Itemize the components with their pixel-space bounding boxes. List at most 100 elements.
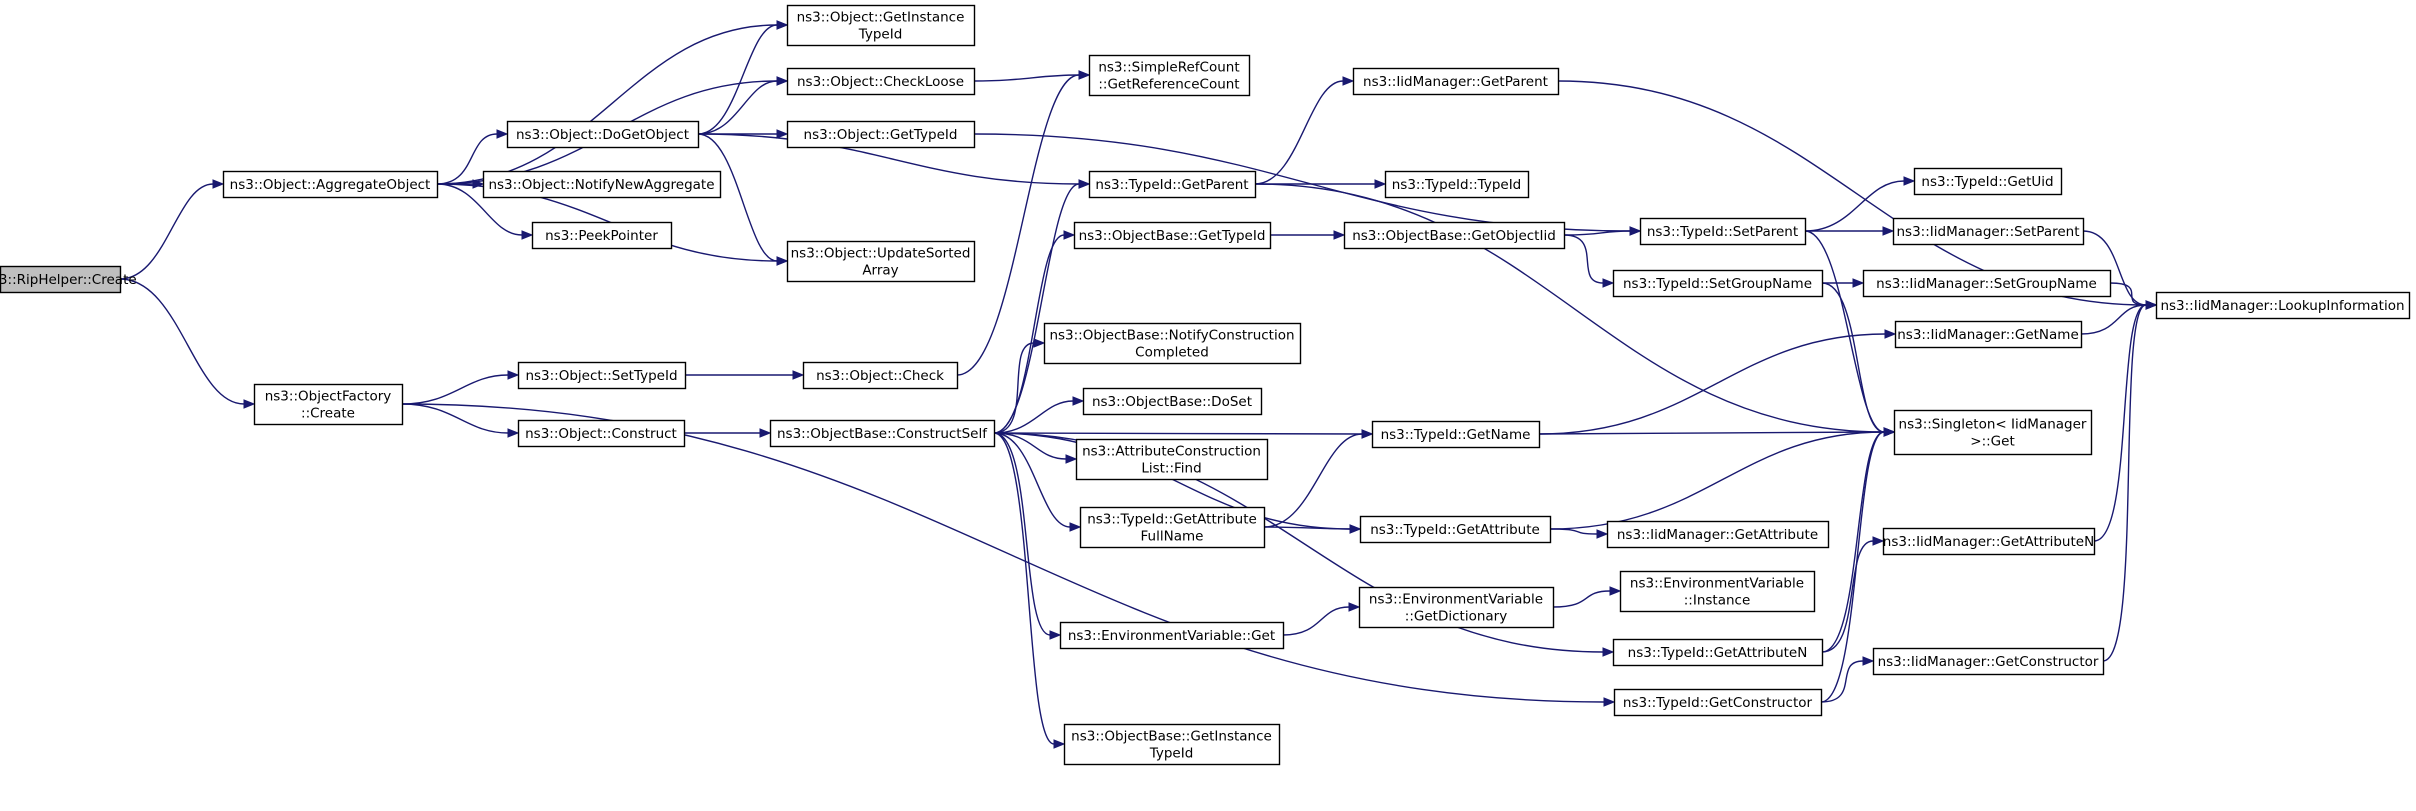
node-dogetobject[interactable]: ns3::Object::DoGetObject bbox=[506, 120, 700, 149]
node-construct[interactable]: ns3::Object::Construct bbox=[517, 419, 686, 448]
node-singleton[interactable]: ns3::Singleton< IidManager>::Get bbox=[1893, 409, 2093, 456]
arrowhead-getdict-to-envinstance bbox=[1609, 586, 1622, 596]
node-getuid[interactable]: ns3::TypeId::GetUid bbox=[1913, 167, 2063, 196]
node-check[interactable]: ns3::Object::Check bbox=[802, 361, 959, 390]
arrowhead-getparent-to-iidgetparent bbox=[1342, 76, 1355, 86]
node-iidsetgroup[interactable]: ns3::IidManager::SetGroupName bbox=[1862, 269, 2112, 298]
edge-dogetobject-to-updatesorted bbox=[697, 133, 778, 262]
node-label-gettypeid-0: ns3::Object::GetTypeId bbox=[804, 127, 958, 143]
node-label-getuid-0: ns3::TypeId::GetUid bbox=[1921, 174, 2053, 190]
edge-getconstructor-to-iidgetctor bbox=[1820, 660, 1864, 703]
node-label-getinstance-1: TypeId bbox=[858, 27, 903, 43]
node-getattrn[interactable]: ns3::TypeId::GetAttributeN bbox=[1612, 638, 1824, 667]
node-getobjectiid[interactable]: ns3::ObjectBase::GetObjectIid bbox=[1343, 221, 1566, 250]
node-iidgetparent[interactable]: ns3::IidManager::GetParent bbox=[1352, 67, 1560, 96]
node-box-obgettypeid bbox=[1073, 221, 1272, 250]
arrowhead-getconstructor-to-iidgetctor bbox=[1862, 656, 1875, 666]
node-setgroupname[interactable]: ns3::TypeId::SetGroupName bbox=[1612, 269, 1824, 298]
node-iidgetctor[interactable]: ns3::IidManager::GetConstructor bbox=[1872, 647, 2105, 676]
node-iidsetparent[interactable]: ns3::IidManager::SetParent bbox=[1892, 217, 2085, 246]
node-label-iidsetgroup-0: ns3::IidManager::SetGroupName bbox=[1876, 276, 2097, 292]
edge-getattribute-to-iidgetattribute bbox=[1549, 528, 1598, 535]
node-iidgetattribute[interactable]: ns3::IidManager::GetAttribute bbox=[1606, 520, 1830, 549]
edge-iidgetattrn-to-lookup bbox=[2093, 304, 2147, 542]
node-constructself[interactable]: ns3::ObjectBase::ConstructSelf bbox=[769, 419, 996, 448]
node-lookup[interactable]: ns3::IidManager::LookupInformation bbox=[2155, 291, 2411, 320]
node-getname[interactable]: ns3::TypeId::GetName bbox=[1371, 420, 1541, 449]
arrowhead-constructself-to-doset bbox=[1072, 396, 1085, 406]
node-riphelper[interactable]: ns3::RipHelper::Create bbox=[0, 265, 137, 294]
node-refcount[interactable]: ns3::SimpleRefCount::GetReferenceCount bbox=[1088, 54, 1251, 97]
node-label-iidgetparent-0: ns3::IidManager::GetParent bbox=[1363, 74, 1548, 90]
node-obgettypeid[interactable]: ns3::ObjectBase::GetTypeId bbox=[1073, 221, 1272, 250]
node-box-constructself bbox=[769, 419, 996, 448]
node-box-peek bbox=[531, 221, 673, 250]
node-doset[interactable]: ns3::ObjectBase::DoSet bbox=[1082, 387, 1263, 416]
node-box-doset bbox=[1082, 387, 1263, 416]
node-label-getparent-0: ns3::TypeId::GetParent bbox=[1095, 177, 1248, 193]
node-box-setgroupname bbox=[1612, 269, 1824, 298]
node-getdict[interactable]: ns3::EnvironmentVariable::GetDictionary bbox=[1358, 586, 1555, 629]
arrowhead-constructself-to-getattrn bbox=[1602, 647, 1615, 657]
node-label-refcount-1: ::GetReferenceCount bbox=[1098, 77, 1239, 93]
node-setparent[interactable]: ns3::TypeId::SetParent bbox=[1639, 217, 1807, 246]
node-box-iidsetgroup bbox=[1862, 269, 2112, 298]
node-box-notifynew bbox=[482, 170, 722, 199]
arrowhead-obgettypeid-to-getobjectiid bbox=[1333, 230, 1346, 240]
arrowhead-aggregate-to-peek bbox=[521, 230, 534, 240]
node-factory[interactable]: ns3::ObjectFactory::Create bbox=[253, 383, 404, 426]
node-box-obgetinstance bbox=[1063, 723, 1281, 766]
edge-constructself-to-obgetinstance bbox=[993, 432, 1055, 745]
edge-getattrfull-to-getname bbox=[1263, 433, 1363, 528]
node-box-check bbox=[802, 361, 959, 390]
arrowhead-factory-to-construct bbox=[507, 428, 520, 438]
node-label-doset-0: ns3::ObjectBase::DoSet bbox=[1092, 394, 1252, 410]
node-getparent[interactable]: ns3::TypeId::GetParent bbox=[1088, 170, 1257, 199]
edge-constructself-to-obgettypeid bbox=[993, 234, 1065, 434]
node-box-getuid bbox=[1913, 167, 2063, 196]
edge-aggregate-to-dogetobject bbox=[436, 133, 498, 185]
node-notifyconstr[interactable]: ns3::ObjectBase::NotifyConstructionCompl… bbox=[1043, 322, 1302, 365]
node-getattribute[interactable]: ns3::TypeId::GetAttribute bbox=[1359, 515, 1552, 544]
arrowhead-factory-to-getconstructor bbox=[1603, 697, 1616, 707]
node-notifynew[interactable]: ns3::Object::NotifyNewAggregate bbox=[482, 170, 722, 199]
node-box-iidgetattribute bbox=[1606, 520, 1830, 549]
arrowhead-getparent-to-typeidctor bbox=[1374, 179, 1387, 189]
edge-getparent-to-singleton bbox=[1254, 183, 1885, 433]
node-label-check-0: ns3::Object::Check bbox=[816, 368, 944, 384]
edge-getconstructor-to-singleton bbox=[1820, 431, 1885, 703]
node-settypeid[interactable]: ns3::Object::SetTypeId bbox=[517, 361, 687, 390]
node-label-iidgetctor-0: ns3::IidManager::GetConstructor bbox=[1878, 654, 2099, 670]
node-label-getdict-1: ::GetDictionary bbox=[1405, 609, 1507, 625]
node-aggregate[interactable]: ns3::Object::AggregateObject bbox=[222, 170, 439, 199]
node-box-dogetobject bbox=[506, 120, 700, 149]
node-box-iidgetattrn bbox=[1882, 527, 2096, 556]
node-box-getattrn bbox=[1612, 638, 1824, 667]
node-envget[interactable]: ns3::EnvironmentVariable::Get bbox=[1059, 621, 1285, 650]
arrowhead-constructself-to-obgettypeid bbox=[1063, 230, 1076, 240]
node-peek[interactable]: ns3::PeekPointer bbox=[531, 221, 673, 250]
node-label-getattrn-0: ns3::TypeId::GetAttributeN bbox=[1628, 645, 1808, 661]
node-iidgetattrn[interactable]: ns3::IidManager::GetAttributeN bbox=[1882, 527, 2096, 556]
edge-iidgetctor-to-lookup bbox=[2102, 304, 2147, 662]
node-label-notifyconstr-0: ns3::ObjectBase::NotifyConstruction bbox=[1049, 328, 1294, 344]
edge-check-to-refcount bbox=[956, 74, 1080, 376]
node-getconstructor[interactable]: ns3::TypeId::GetConstructor bbox=[1613, 688, 1823, 717]
edge-constructself-to-getname bbox=[993, 432, 1363, 435]
node-checkloose[interactable]: ns3::Object::CheckLoose bbox=[786, 67, 976, 96]
node-label-singleton-1: >::Get bbox=[1970, 434, 2014, 450]
node-envinstance[interactable]: ns3::EnvironmentVariable::Instance bbox=[1619, 570, 1816, 613]
node-typeidctor[interactable]: ns3::TypeId::TypeId bbox=[1384, 170, 1530, 199]
node-label-iidsetparent-0: ns3::IidManager::SetParent bbox=[1897, 224, 2080, 240]
node-iidgetname[interactable]: ns3::IidManager::GetName bbox=[1894, 320, 2083, 349]
arrowhead-construct-to-constructself bbox=[759, 428, 772, 438]
arrowhead-aggregate-to-dogetobject bbox=[496, 129, 509, 139]
node-label-construct-0: ns3::Object::Construct bbox=[525, 426, 677, 442]
node-label-getattrfull-1: FullName bbox=[1141, 529, 1204, 545]
node-gettypeid[interactable]: ns3::Object::GetTypeId bbox=[786, 120, 976, 149]
